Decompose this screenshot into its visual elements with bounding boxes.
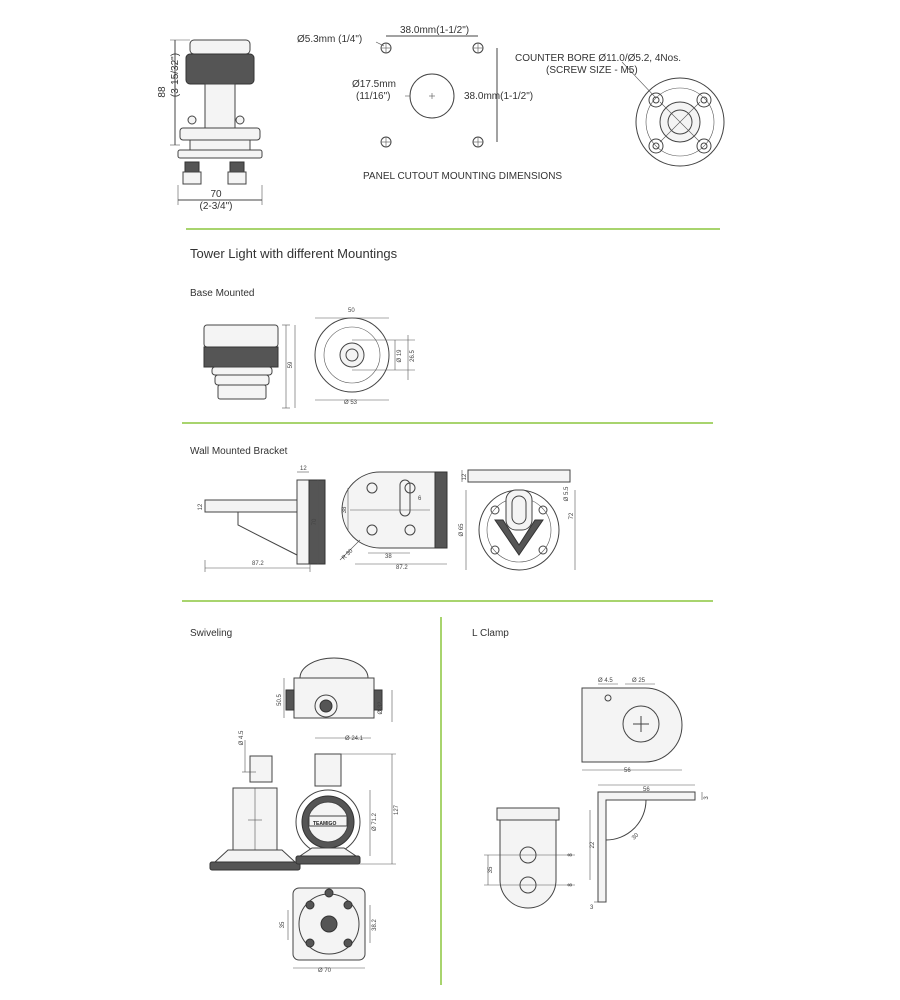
l-clamp-side-view xyxy=(484,807,575,909)
dim-spacing-horizontal: 38.0mm(1-1/2") xyxy=(400,25,469,36)
l-clamp-profile-view xyxy=(589,784,703,903)
dim-wall-87-2a: 87.2 xyxy=(252,561,264,567)
wall-bracket-side-view xyxy=(204,471,326,572)
swiveling-label: Swiveling xyxy=(190,628,232,639)
dim-swivel-32: Ø 32 xyxy=(378,701,384,715)
dim-wall-5-5: Ø 5.5 xyxy=(564,486,570,501)
dim-swivel-71-2: Ø 71.2 xyxy=(372,812,378,831)
dim-swivel-50-5: 50.5 xyxy=(277,694,283,706)
dim-width-in: (2-3/4") xyxy=(199,201,232,212)
dim-wall-12c: 12 xyxy=(462,473,468,480)
base-mounted-top-view xyxy=(314,317,415,401)
l-clamp-label: L Clamp xyxy=(472,628,509,639)
dim-wall-38: 38 xyxy=(342,506,348,513)
dim-wall-87-2b: 87.2 xyxy=(396,565,408,571)
panel-cutout-caption: PANEL CUTOUT MOUNTING DIMENSIONS xyxy=(363,171,562,182)
dim-wall-6: 6 xyxy=(418,496,422,502)
dim-base-59: 59 xyxy=(288,361,294,368)
dim-wall-12b: 12 xyxy=(198,503,204,510)
swivel-base-view xyxy=(287,887,371,969)
dim-swivel-24-1: Ø 24.1 xyxy=(345,736,364,742)
dim-center-dia: Ø17.5mm xyxy=(352,79,396,90)
dim-height-in: (3-15/32") xyxy=(170,53,181,97)
dim-wall-38b: 38 xyxy=(385,554,392,560)
swivel-top-view xyxy=(283,657,393,739)
dim-wall-70: 70 xyxy=(312,518,318,525)
dim-base-53: Ø 53 xyxy=(344,400,358,406)
wall-mounted-label: Wall Mounted Bracket xyxy=(190,446,288,457)
base-mounted-label: Base Mounted xyxy=(190,288,255,299)
dim-wall-65: Ø 65 xyxy=(459,523,465,537)
tower-light-side-view xyxy=(170,39,263,205)
dim-center-dia-in: (11/16") xyxy=(356,91,391,102)
dim-lclamp-56b: 56 xyxy=(643,787,650,793)
dim-lclamp-4-5: Ø 4.5 xyxy=(598,678,613,684)
swivel-brand-label: TEAMIGO xyxy=(313,821,336,827)
swivel-side-view xyxy=(209,740,301,871)
dim-lclamp-25: Ø 25 xyxy=(632,678,646,684)
dim-lclamp-35: 35 xyxy=(488,866,494,873)
counter-bore-diagram xyxy=(621,61,725,167)
dim-lclamp-3a: 3 xyxy=(704,796,710,800)
dim-swivel-127: 127 xyxy=(394,804,400,815)
dim-lclamp-8b: 8 xyxy=(568,883,574,887)
dim-swivel-4-5: Ø 4.5 xyxy=(239,730,245,745)
dim-lclamp-56a: 56 xyxy=(624,768,631,774)
dim-hole-dia: Ø5.3mm (1/4") xyxy=(297,34,362,45)
dim-lclamp-22: 22 xyxy=(590,841,596,848)
dim-base-50: 50 xyxy=(348,308,355,314)
section-title: Tower Light with different Mountings xyxy=(190,246,398,261)
dim-base-26-5: 26.5 xyxy=(410,350,416,362)
counterbore-note: COUNTER BORE Ø11.0/Ø5.2, 4Nos. xyxy=(515,53,681,64)
counterbore-screw-size: (SCREW SIZE - M5) xyxy=(546,65,638,76)
dim-swivel-38-2: 38.2 xyxy=(372,919,378,931)
l-clamp-front-view xyxy=(581,683,683,771)
dim-lclamp-8a: 8 xyxy=(568,853,574,857)
wall-bracket-front-view xyxy=(339,471,448,565)
dim-swivel-70: Ø 70 xyxy=(318,968,332,974)
dim-wall-r30: R 30 xyxy=(341,548,355,562)
dim-wall-12a: 12 xyxy=(300,466,307,472)
dim-lclamp-3b: 3 xyxy=(590,905,594,911)
dim-wall-72: 72 xyxy=(569,512,575,519)
swivel-front-view xyxy=(295,753,396,865)
dim-swivel-35: 35 xyxy=(280,921,286,928)
dim-width-mm: 70 xyxy=(210,189,222,200)
panel-cutout-diagram xyxy=(375,35,498,148)
base-mounted-side-view xyxy=(203,324,296,409)
dim-base-19: Ø 19 xyxy=(397,349,403,363)
dim-spacing-vertical: 38.0mm(1-1/2") xyxy=(464,91,533,102)
wall-bracket-end-view xyxy=(461,469,576,571)
dim-lclamp-30: 30 xyxy=(631,832,640,841)
dim-height-mm: 88 xyxy=(157,86,168,98)
